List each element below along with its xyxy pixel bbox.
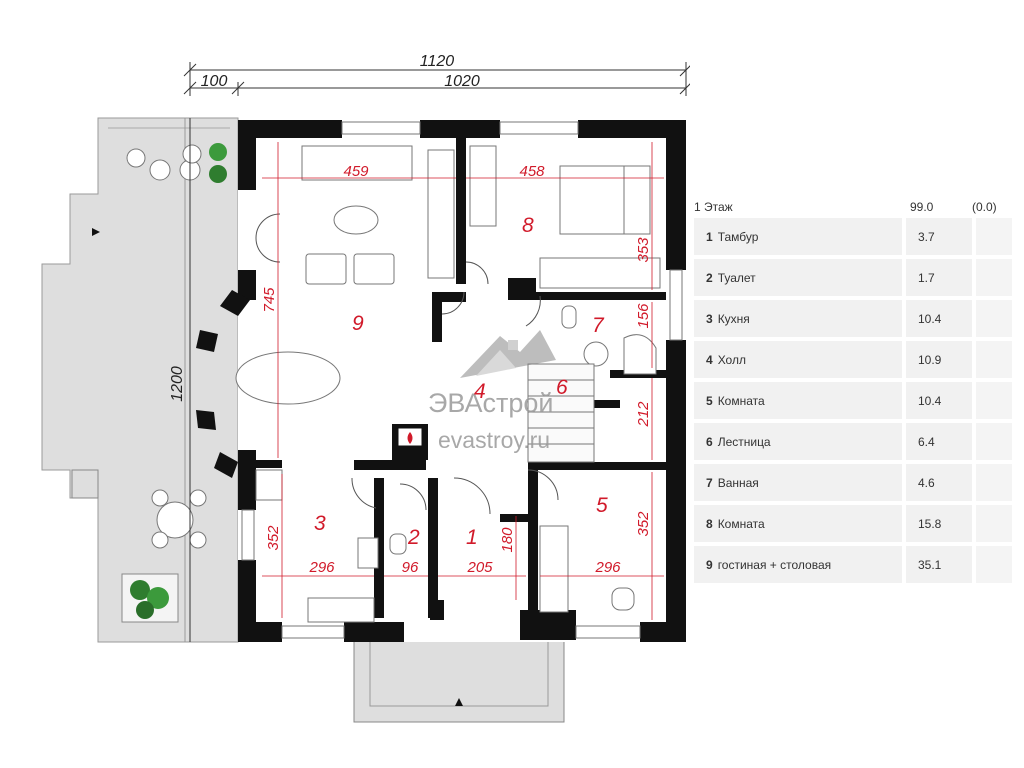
row-extra (976, 423, 1012, 460)
dim-house-width: 1020 (444, 73, 480, 90)
dim-296-right: 296 (594, 559, 621, 576)
row-extra (976, 546, 1012, 583)
dim-180: 180 (499, 527, 516, 553)
row-extra (976, 341, 1012, 378)
room-number-3: 3 (314, 512, 326, 535)
row-extra (976, 464, 1012, 501)
watermark-logo (460, 330, 556, 378)
dim-352-left: 352 (265, 525, 282, 551)
row-area: 10.9 (906, 341, 972, 378)
plant-icon (209, 143, 227, 183)
table-row: 2 Туалет 1.7 (694, 259, 1012, 296)
total-area: 99.0 (910, 200, 934, 214)
dim-353: 353 (635, 237, 652, 263)
table-row: 6 Лестница 6.4 (694, 423, 1012, 460)
interior-dimension-lines (262, 142, 664, 620)
extra-area: (0.0) (972, 200, 997, 214)
row-number: 5 (706, 393, 713, 408)
row-name: Холл (717, 352, 746, 367)
row-extra (976, 259, 1012, 296)
row-number: 9 (706, 557, 713, 572)
dim-745: 745 (261, 287, 278, 313)
table-row: 4 Холл 10.9 (694, 341, 1012, 378)
row-number: 2 (706, 270, 713, 285)
dim-depth: 1200 (169, 366, 186, 402)
row-name: Тамбур (717, 229, 759, 244)
room-number-9: 9 (352, 312, 364, 335)
room-number-7: 7 (592, 314, 605, 337)
room-number-8: 8 (522, 214, 534, 237)
row-number: 8 (706, 516, 713, 531)
table-header: 1 Этаж 99.0 (0.0) (694, 196, 1012, 218)
row-name: Ванная (717, 475, 759, 490)
fireplace-icon (397, 427, 423, 447)
dim-156: 156 (635, 303, 652, 329)
table-row: 1 Тамбур 3.7 (694, 218, 1012, 255)
room-number-4: 4 (474, 380, 486, 403)
dimension-lines (183, 62, 690, 642)
plant-icon (121, 573, 179, 623)
row-number: 6 (706, 434, 713, 449)
table-row: 3 Кухня 10.4 (694, 300, 1012, 337)
doors (255, 213, 559, 515)
floor-label: 1 Этаж (694, 200, 733, 214)
row-number: 1 (706, 229, 713, 244)
row-name: Комната (717, 516, 765, 531)
row-area: 4.6 (906, 464, 972, 501)
row-name: Кухня (717, 311, 750, 326)
row-extra (976, 505, 1012, 542)
row-name: гостиная + столовая (717, 557, 832, 572)
watermark-site: evastroy.ru (438, 427, 550, 453)
row-area: 10.4 (906, 300, 972, 337)
terrace (41, 117, 239, 643)
furniture (235, 145, 661, 623)
row-area: 3.7 (906, 218, 972, 255)
windows (241, 121, 683, 639)
dim-terrace-width: 100 (201, 73, 228, 90)
room-number-2: 2 (407, 526, 420, 549)
row-area: 15.8 (906, 505, 972, 542)
row-extra (976, 218, 1012, 255)
row-name: Туалет (717, 270, 756, 285)
row-number: 7 (706, 475, 713, 490)
watermark-brand: ЭВАстрой (428, 388, 554, 418)
dim-212: 212 (635, 401, 652, 428)
table-row: 9 гостиная + столовая 35.1 (694, 546, 1012, 583)
row-name: Лестница (717, 434, 771, 449)
dim-352-right: 352 (635, 511, 652, 537)
table-row: 8 Комната 15.8 (694, 505, 1012, 542)
room-number-5: 5 (596, 494, 608, 517)
row-extra (976, 382, 1012, 419)
porch (353, 633, 565, 723)
dim-296-left: 296 (308, 559, 335, 576)
room-area-table: 1 Этаж 99.0 (0.0) 1 Тамбур 3.7 2 Туалет 1.… (694, 196, 1012, 587)
dim-458: 458 (519, 163, 545, 180)
dim-205: 205 (466, 559, 493, 576)
row-name: Комната (717, 393, 765, 408)
room-number-6: 6 (556, 376, 568, 399)
dim-total-width: 1120 (420, 53, 455, 70)
row-extra (976, 300, 1012, 337)
row-area: 10.4 (906, 382, 972, 419)
dim-459: 459 (343, 163, 369, 180)
row-number: 4 (706, 352, 713, 367)
row-area: 35.1 (906, 546, 972, 583)
row-area: 6.4 (906, 423, 972, 460)
dim-96: 96 (402, 559, 419, 576)
table-row: 7 Ванная 4.6 (694, 464, 1012, 501)
room-number-1: 1 (466, 526, 478, 549)
row-area: 1.7 (906, 259, 972, 296)
floor-plan: 1120 100 1020 1200 (41, 53, 690, 723)
table-row: 5 Комната 10.4 (694, 382, 1012, 419)
row-number: 3 (706, 311, 713, 326)
